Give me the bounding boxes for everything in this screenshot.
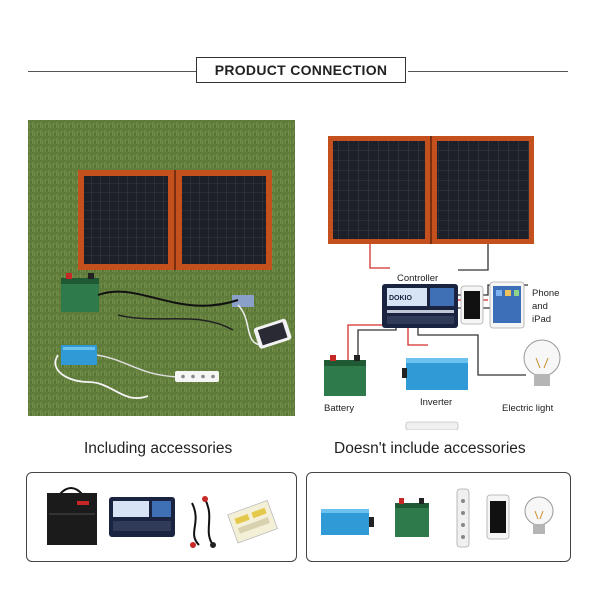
light-bulb-icon xyxy=(524,496,554,534)
inverter-photo xyxy=(61,345,97,365)
phone-label-line3: iPad xyxy=(532,314,551,325)
phone-icon xyxy=(486,494,510,540)
cable-photo xyxy=(97,290,239,307)
power-strip-diagram xyxy=(405,421,459,431)
connectors-icon xyxy=(227,499,278,544)
not-included-caption: Doesn't include accessories xyxy=(334,440,526,457)
battery-photo xyxy=(61,273,99,312)
cables-icon xyxy=(190,496,216,548)
inverter-diagram xyxy=(402,358,468,390)
carry-bag-icon xyxy=(47,487,97,545)
battery-diagram xyxy=(324,355,366,396)
title-rule-right xyxy=(408,71,568,72)
included-caption: Including accessories xyxy=(84,440,233,457)
controller-label: Controller xyxy=(397,273,438,284)
not-included-accessories-box xyxy=(306,472,571,562)
solar-panel-diagram xyxy=(328,136,534,244)
power-strip-icon xyxy=(456,488,470,548)
controller-screen-text: DOKIO xyxy=(389,295,413,302)
phone-diagram xyxy=(460,285,484,325)
phone-photo xyxy=(253,318,292,349)
charge-controller-icon xyxy=(109,497,175,537)
section-title-text: PRODUCT CONNECTION xyxy=(214,62,388,78)
charge-controller-diagram: DOKIO xyxy=(382,284,458,328)
inverter-icon xyxy=(321,509,374,535)
light-bulb-diagram xyxy=(523,339,561,386)
included-accessories-box xyxy=(26,472,297,562)
phone-label-line1: Phone xyxy=(532,288,559,299)
title-rule-left xyxy=(28,71,196,72)
battery-label: Battery xyxy=(324,403,354,414)
solar-panel-photo xyxy=(78,170,272,270)
power-strip-photo xyxy=(175,371,219,382)
light-label: Electric light xyxy=(502,403,554,414)
inverter-label: Inverter xyxy=(420,397,452,408)
battery-icon xyxy=(395,498,429,537)
phone-label-line2: and xyxy=(532,301,548,312)
connection-diagram: Controller DOKIO Phone and iPad xyxy=(318,130,570,431)
product-photo xyxy=(28,120,295,416)
section-title: PRODUCT CONNECTION xyxy=(196,57,406,83)
ipad-diagram xyxy=(489,281,525,329)
usb-module-photo xyxy=(232,295,254,307)
